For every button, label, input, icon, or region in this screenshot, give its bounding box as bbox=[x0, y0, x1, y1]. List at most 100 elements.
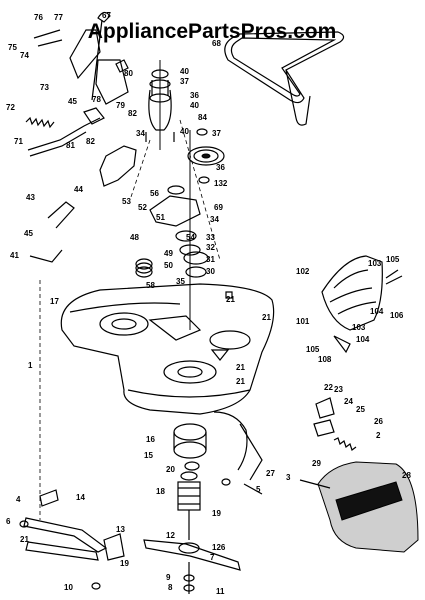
belt-keeper bbox=[213, 411, 263, 481]
callout-21d: 21 bbox=[236, 377, 245, 386]
callout-73: 73 bbox=[40, 83, 49, 92]
callout-34b: 34 bbox=[210, 215, 219, 224]
callout-36: 36 bbox=[190, 91, 199, 100]
callout-67: 67 bbox=[102, 11, 111, 20]
callout-1: 1 bbox=[28, 361, 33, 370]
callout-26: 2 bbox=[376, 431, 381, 440]
pulley-16 bbox=[173, 423, 207, 471]
callout-37b: 37 bbox=[212, 129, 221, 138]
callout-102: 102 bbox=[296, 267, 310, 276]
callout-15: 20 bbox=[166, 465, 175, 474]
callout-45b: 45 bbox=[24, 229, 33, 238]
callout-44: 44 bbox=[74, 185, 83, 194]
callout-33: 33 bbox=[206, 233, 215, 242]
belt-guard bbox=[99, 145, 137, 187]
pulley-36 bbox=[187, 128, 225, 184]
callout-37: 37 bbox=[180, 77, 189, 86]
mower-deck bbox=[60, 283, 275, 415]
callout-40c: 40 bbox=[180, 127, 189, 136]
callout-50: 50 bbox=[164, 261, 173, 270]
spindle-assembly bbox=[177, 471, 201, 540]
callout-7: 19 bbox=[120, 559, 129, 568]
callout-34: 34 bbox=[136, 129, 145, 138]
spring-58 bbox=[135, 258, 153, 278]
callout-76: 76 bbox=[34, 13, 43, 22]
callout-10: 9 bbox=[166, 573, 171, 582]
callout-80: 80 bbox=[124, 69, 133, 78]
callout-56: 56 bbox=[150, 189, 159, 198]
callout-35: 35 bbox=[176, 277, 185, 286]
callout-69: 69 bbox=[214, 203, 223, 212]
callout-9: 8 bbox=[168, 583, 173, 592]
leader-lines bbox=[39, 60, 221, 520]
callout-6: 21 bbox=[20, 535, 29, 544]
callout-27: 28 bbox=[402, 471, 411, 480]
callout-103b: 103 bbox=[352, 323, 366, 332]
callout-28: 29 bbox=[312, 459, 321, 468]
spring bbox=[25, 116, 55, 129]
callout-29: 3 bbox=[286, 473, 291, 482]
callout-19b: 10 bbox=[64, 583, 73, 592]
callout-77: 77 bbox=[54, 13, 63, 22]
callout-79: 79 bbox=[116, 101, 125, 110]
callout-32: 32 bbox=[206, 243, 215, 252]
callout-105b: 105 bbox=[306, 345, 320, 354]
discharge-deflector bbox=[321, 255, 403, 354]
callout-104b: 104 bbox=[356, 335, 370, 344]
hardware bbox=[210, 291, 263, 495]
callout-43: 43 bbox=[26, 193, 35, 202]
watermark: AppliancePartsPros.com bbox=[88, 20, 337, 43]
lift-rods bbox=[27, 107, 105, 157]
callout-81: 81 bbox=[66, 141, 75, 150]
callout-18: 19 bbox=[212, 509, 221, 518]
callout-68: 68 bbox=[212, 39, 221, 48]
callout-101: 101 bbox=[296, 317, 310, 326]
callout-36b: 36 bbox=[216, 163, 225, 172]
callout-21e: 22 bbox=[324, 383, 333, 392]
callout-48: 48 bbox=[130, 233, 139, 242]
idler-bracket bbox=[149, 185, 201, 256]
callout-74: 74 bbox=[20, 51, 29, 60]
callout-17: 17 bbox=[50, 297, 59, 306]
lift-arm bbox=[29, 201, 75, 263]
callout-19: 5 bbox=[256, 485, 261, 494]
callout-45: 45 bbox=[68, 97, 77, 106]
callout-2: 16 bbox=[146, 435, 155, 444]
callout-14: 18 bbox=[156, 487, 165, 496]
callout-31: 31 bbox=[206, 255, 215, 264]
callout-53: 53 bbox=[122, 197, 131, 206]
belt bbox=[224, 31, 345, 126]
callout-40: 40 bbox=[180, 67, 189, 76]
callout-75: 75 bbox=[8, 43, 17, 52]
callout-labels: 76 77 67 75 74 80 73 78 79 82 72 45 81 8… bbox=[6, 11, 411, 596]
callout-103: 103 bbox=[368, 259, 382, 268]
deflector-bracket bbox=[313, 397, 357, 451]
callout-21: 21 bbox=[226, 295, 235, 304]
callout-4: 14 bbox=[76, 493, 85, 502]
callout-132: 132 bbox=[214, 179, 228, 188]
callout-21b: 21 bbox=[262, 313, 271, 322]
callout-49: 49 bbox=[164, 249, 173, 258]
callout-72: 72 bbox=[6, 103, 15, 112]
callout-108: 108 bbox=[318, 355, 332, 364]
callout-21f: 13 bbox=[116, 525, 125, 534]
callout-40b: 40 bbox=[190, 101, 199, 110]
grass-catcher bbox=[299, 461, 419, 553]
callout-23: 24 bbox=[344, 397, 353, 406]
callout-82b: 82 bbox=[86, 137, 95, 146]
shift-lever bbox=[33, 11, 129, 105]
callout-3: 4 bbox=[16, 495, 21, 504]
callout-71: 71 bbox=[14, 137, 23, 146]
callout-52: 52 bbox=[138, 203, 147, 212]
callout-41: 41 bbox=[10, 251, 19, 260]
callout-84: 84 bbox=[198, 113, 207, 122]
callout-78: 78 bbox=[92, 95, 101, 104]
callout-104: 104 bbox=[370, 307, 384, 316]
deck-pulley bbox=[183, 251, 209, 278]
callout-126: 7 bbox=[210, 553, 215, 562]
callout-82: 82 bbox=[128, 109, 137, 118]
callout-58: 58 bbox=[146, 281, 155, 290]
callout-8: 11 bbox=[216, 587, 225, 596]
callout-16: 15 bbox=[144, 451, 153, 460]
